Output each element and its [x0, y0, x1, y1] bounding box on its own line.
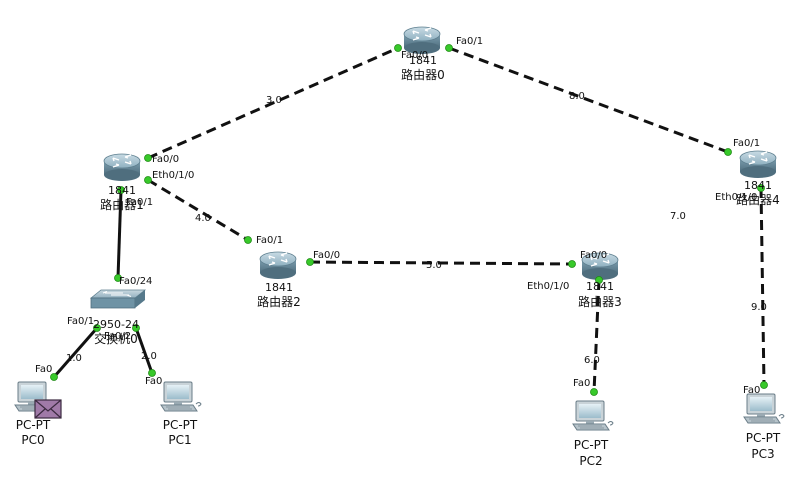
- link-light: [132, 324, 140, 332]
- network-label: 1.0: [66, 353, 82, 364]
- device-name-label: PC0: [21, 433, 44, 447]
- device-model-label: PC-PT: [163, 418, 198, 432]
- device-model-label: 1841: [586, 280, 614, 293]
- port-label: Fa0/2: [104, 331, 131, 342]
- pdu-envelope[interactable]: [34, 399, 62, 419]
- router-icon: [103, 153, 141, 182]
- link-router3-pc2[interactable]: [592, 279, 601, 393]
- port-label: Fa0: [573, 378, 590, 389]
- device-name-label: 路由器2: [257, 294, 301, 309]
- link-router1-router2[interactable]: [147, 178, 249, 242]
- port-label: Eth0/1/0: [152, 170, 194, 181]
- port-label: Fa0: [743, 385, 760, 396]
- port-label: Fa0/0: [401, 50, 428, 61]
- link-light: [144, 176, 152, 184]
- device-name-label: PC1: [168, 433, 191, 447]
- pc1[interactable]: [160, 381, 202, 412]
- port-label: Fa0/0: [580, 250, 607, 261]
- device-model-label: 1841: [409, 54, 437, 67]
- pc2[interactable]: [572, 400, 614, 431]
- device-model-label: PC-PT: [746, 431, 781, 445]
- device-name-label: 路由器0: [401, 67, 445, 82]
- router-icon: [259, 251, 297, 280]
- router1[interactable]: [103, 153, 141, 182]
- envelope-icon: [34, 399, 62, 419]
- device-model-label: 2950-24: [93, 318, 139, 331]
- link-light: [114, 274, 122, 282]
- port-label: Fa0/1: [456, 36, 483, 47]
- device-name-label: PC3: [751, 447, 774, 461]
- link-router2-router3[interactable]: [309, 260, 573, 266]
- link-light: [394, 44, 402, 52]
- link-switch0-pc1[interactable]: [134, 327, 154, 374]
- link-router1-switch0[interactable]: [116, 189, 123, 279]
- device-model-label: PC-PT: [16, 418, 51, 432]
- network-label: 7.0: [670, 211, 686, 222]
- link-light: [445, 44, 453, 52]
- link-light: [724, 148, 732, 156]
- pc-icon: [572, 400, 614, 431]
- network-label: 5.0: [426, 260, 442, 271]
- link-light: [757, 184, 765, 192]
- port-label: Fa0/0: [313, 250, 340, 261]
- port-label: Fa0/1: [733, 138, 760, 149]
- port-label: Fa0: [145, 376, 162, 387]
- network-label: 8.0: [569, 91, 585, 102]
- device-name-label: 路由器4: [736, 192, 780, 207]
- link-light: [144, 154, 152, 162]
- device-model-label: 1841: [744, 179, 772, 192]
- link-light: [93, 324, 101, 332]
- device-name-label: 交换机0: [94, 331, 138, 346]
- port-label: Eth0/1/0: [527, 281, 569, 292]
- device-name-label: 路由器3: [578, 294, 622, 309]
- link-light: [760, 381, 768, 389]
- router2[interactable]: [259, 251, 297, 280]
- device-model-label: PC-PT: [574, 438, 609, 452]
- device-name-label: PC2: [579, 454, 602, 468]
- port-label: Fa0/0: [152, 154, 179, 165]
- link-light: [568, 260, 576, 268]
- switch0[interactable]: [89, 289, 147, 309]
- network-label: 3.0: [266, 95, 282, 106]
- port-label: Fa0: [35, 364, 52, 375]
- network-label: 4.0: [195, 213, 211, 224]
- port-label: Eth0/1/0: [715, 192, 757, 203]
- link-light: [590, 388, 598, 396]
- router-icon: [739, 150, 777, 179]
- pc-icon: [743, 393, 785, 424]
- link-router0-router4[interactable]: [448, 46, 729, 154]
- port-label: Fa0/1: [126, 197, 153, 208]
- link-router4-pc3[interactable]: [759, 187, 766, 386]
- pc3[interactable]: [743, 393, 785, 424]
- device-model-label: 1841: [265, 281, 293, 294]
- port-label: Fa0/24: [119, 276, 152, 287]
- router4[interactable]: [739, 150, 777, 179]
- link-light: [117, 186, 125, 194]
- network-label: 2.0: [141, 351, 157, 362]
- link-switch0-pc0[interactable]: [52, 327, 99, 378]
- device-model-label: 1841: [108, 184, 136, 197]
- link-light: [148, 369, 156, 377]
- link-light: [595, 276, 603, 284]
- switch-icon: [89, 289, 147, 309]
- network-label: 9.0: [751, 302, 767, 313]
- network-label: 6.0: [584, 355, 600, 366]
- link-light: [244, 236, 252, 244]
- port-label: Fa0/1: [67, 316, 94, 327]
- link-router1-router0[interactable]: [147, 46, 399, 160]
- link-light: [306, 258, 314, 266]
- pc-icon: [160, 381, 202, 412]
- device-name-label: 路由器1: [100, 197, 144, 212]
- link-light: [50, 373, 58, 381]
- port-label: Fa0/1: [256, 235, 283, 246]
